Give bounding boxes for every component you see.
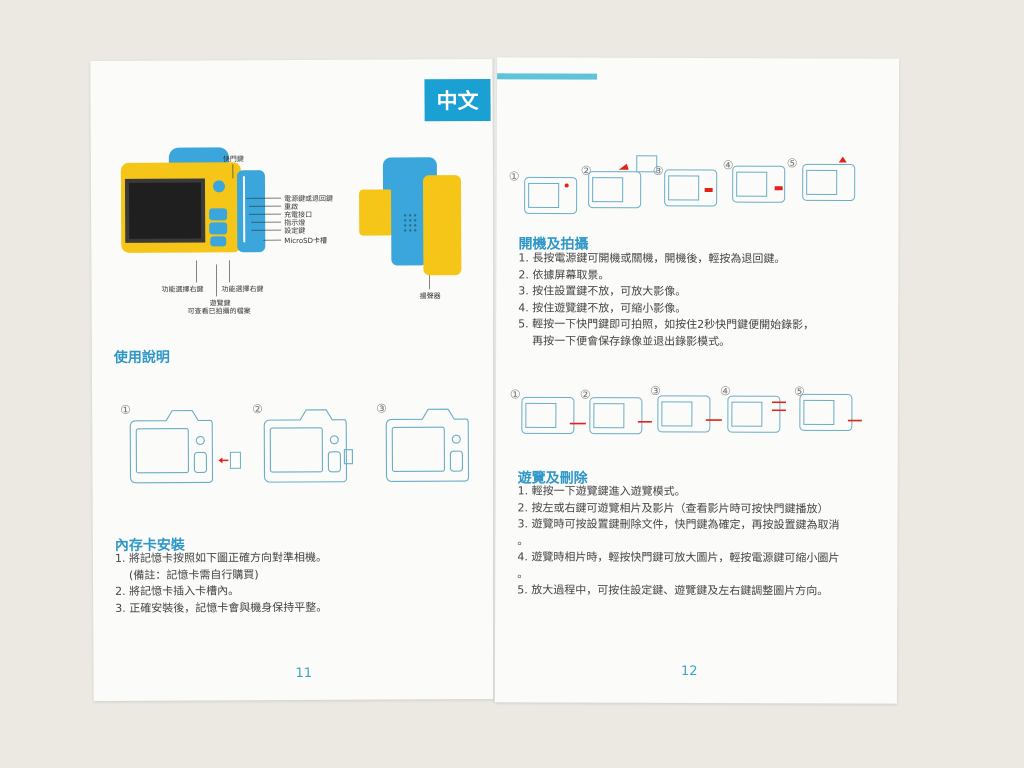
list-item: 1. 輕按一下遊覽鍵進入遊覽模式。 (517, 484, 686, 498)
right-page: ① ② ③ ④ ⑤ 開機及拍攝 1. 長按電源鍵可開機或關機， (494, 57, 900, 704)
list-item: 4. 遊覽時相片時，輕按快門鍵可放大圖片，輕按電源鍵可縮小圖片 (517, 550, 840, 565)
list-item: 3. 遊覽時可按設置鍵刪除文件，快門鍵為確定，再按設置鍵為取消 (517, 517, 840, 532)
page-number-right: 12 (680, 663, 698, 680)
func-right-label-2: 功能選擇右鍵 (221, 285, 264, 294)
camera-side-illustration (359, 157, 462, 276)
list-item: 1. 將記憶卡按照如下圖正確方向對準相機。 (114, 550, 327, 565)
power-steps-drawings (524, 155, 856, 215)
booklet: 中文 (90, 57, 900, 708)
left-page: 中文 (90, 58, 496, 702)
func-right-label-1: 功能選擇右鍵 (161, 285, 204, 294)
memory-instructions: 1. 將記憶卡按照如下圖正確方向對準相機。 (備註：記憶卡需自行購買) 2. 將… (115, 550, 327, 617)
memory-step-1-drawing (129, 409, 241, 484)
memory-step-3-drawing (385, 408, 470, 483)
usage-heading: 使用說明 (113, 349, 170, 366)
page-number-left: 11 (295, 665, 313, 681)
list-item: 2. 將記憶卡插入卡槽內。 (115, 584, 240, 598)
list-item: 5. 放大過程中，可按住設定鍵、遊覽鍵及左右鍵調整圖片方向。 (517, 583, 829, 598)
camera-front-illustration (120, 147, 266, 253)
memory-step-2-drawing (263, 409, 353, 483)
list-item: 3. 正確安裝後，記憶卡會與機身保持平整。 (115, 600, 328, 615)
browse-steps-drawings (521, 393, 862, 435)
settings-label: 設定鍵 (284, 226, 306, 236)
speaker-label: 揚聲器 (419, 292, 441, 301)
list-item: 。 (517, 566, 529, 580)
browse-delete-instructions: 1. 輕按一下遊覽鍵進入遊覽模式。 2. 按左或右鍵可遊覽相片及影片（查看影片時… (517, 483, 839, 600)
microsd-label: MicroSD卡槽 (284, 236, 327, 246)
list-item: (備註：記憶卡需自行購買) (114, 567, 259, 582)
list-item: 。 (517, 533, 529, 547)
list-item: 2. 按左或右鍵可遊覽相片及影片（查看影片時可按快門鍵播放） (517, 500, 829, 515)
shutter-label: 快門鍵 (222, 155, 244, 164)
browse-desc-label: 可查看已拍攝的檔案 (187, 307, 251, 316)
